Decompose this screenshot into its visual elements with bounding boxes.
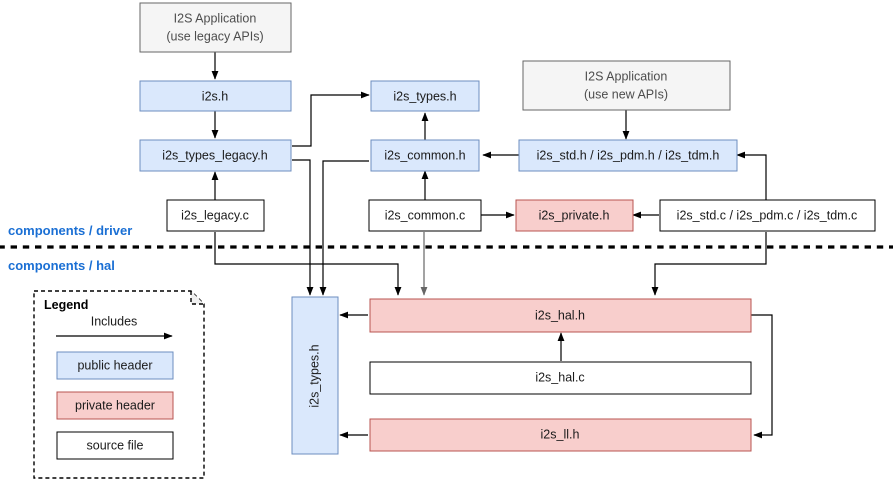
node-i2s-common-h-box — [370, 139, 480, 172]
node-i2s-hal-c-box — [369, 361, 752, 395]
legend-border — [33, 290, 205, 479]
edge-types-legacy-to-types-hal — [292, 159, 314, 296]
legend-includes-label: Includes — [91, 314, 138, 328]
legend-title: Legend — [44, 298, 88, 312]
node-i2s-hal-h-label: i2s_hal.h — [535, 308, 585, 322]
node-i2s-ll-h[interactable]: i2s_ll.h — [369, 418, 752, 452]
node-app-new-line2: (use new APIs) — [584, 87, 668, 101]
edge-types-legacy-to-types-h — [292, 91, 370, 147]
node-app-new-box — [522, 60, 731, 111]
node-i2s-hal-c[interactable]: i2s_hal.c — [369, 361, 752, 395]
node-i2s-std-c-label: i2s_std.c / i2s_pdm.c / i2s_tdm.c — [677, 208, 858, 222]
node-i2s-ll-h-label: i2s_ll.h — [541, 427, 580, 441]
node-i2s-common-c-box — [368, 199, 482, 232]
node-i2s-std-h-label: i2s_std.h / i2s_pdm.h / i2s_tdm.h — [537, 148, 720, 162]
legend-label-private-header: private header — [75, 398, 155, 412]
legend-swatch-public-header — [56, 351, 174, 380]
node-i2s-h-box — [139, 80, 292, 112]
node-i2s-hal-h[interactable]: i2s_hal.h — [369, 298, 752, 333]
node-i2s-std-h[interactable]: i2s_std.h / i2s_pdm.h / i2s_tdm.h — [518, 139, 738, 172]
edge-hal-h-to-ll-h — [751, 314, 773, 439]
edge-layer — [211, 52, 773, 439]
legend-swatch-source-file — [56, 431, 174, 460]
node-i2s-h[interactable]: i2s.h — [139, 80, 292, 112]
node-app-legacy-line1: I2S Application — [174, 11, 257, 25]
node-i2s-private-h-label: i2s_private.h — [539, 208, 610, 222]
node-i2s-types-h-hal[interactable]: i2s_types.h — [291, 296, 339, 455]
node-i2s-types-h-hal-box — [291, 296, 339, 455]
node-i2s-h-label: i2s.h — [202, 89, 228, 103]
legend: Legend Includes public header private he… — [33, 290, 205, 479]
edge-std-c-to-std-h — [736, 151, 767, 200]
node-i2s-common-h[interactable]: i2s_common.h — [370, 139, 480, 172]
node-i2s-types-legacy-h-label: i2s_types_legacy.h — [162, 148, 267, 162]
node-i2s-ll-h-box — [369, 418, 752, 452]
node-i2s-legacy-c-box — [166, 199, 265, 232]
node-app-new-line1: I2S Application — [585, 69, 668, 83]
legend-label-public-header: public header — [77, 358, 152, 372]
node-i2s-common-c[interactable]: i2s_common.c — [368, 199, 482, 232]
legend-fold-corner — [190, 291, 204, 305]
node-i2s-std-h-box — [518, 139, 738, 172]
legend-label-source-file: source file — [87, 438, 144, 452]
node-i2s-common-h-label: i2s_common.h — [384, 148, 465, 162]
node-i2s-types-legacy-h-box — [139, 139, 292, 172]
node-i2s-private-h-box — [515, 199, 634, 232]
node-app-new[interactable]: I2S Application (use new APIs) — [522, 60, 731, 111]
node-i2s-types-h-top[interactable]: i2s_types.h — [370, 80, 480, 112]
edge-legacy-c-to-hal-h — [214, 232, 402, 296]
legend-swatch-private-header — [56, 391, 174, 420]
node-i2s-types-h-top-label: i2s_types.h — [393, 89, 456, 103]
node-app-legacy[interactable]: I2S Application (use legacy APIs) — [139, 2, 292, 53]
node-app-legacy-box — [139, 2, 292, 53]
node-i2s-hal-c-label: i2s_hal.c — [535, 370, 584, 384]
node-i2s-common-c-label: i2s_common.c — [385, 208, 466, 222]
node-i2s-std-c[interactable]: i2s_std.c / i2s_pdm.c / i2s_tdm.c — [659, 199, 876, 232]
edge-common-h-to-types-hal — [319, 160, 369, 296]
zone-label-hal: components / hal — [8, 258, 115, 273]
node-i2s-legacy-c[interactable]: i2s_legacy.c — [166, 199, 265, 232]
node-i2s-types-h-top-box — [370, 80, 480, 112]
node-i2s-std-c-box — [659, 199, 876, 232]
edge-std-c-to-hal-h — [651, 232, 767, 296]
node-app-legacy-line2: (use legacy APIs) — [166, 29, 263, 43]
node-i2s-hal-h-box — [369, 298, 752, 333]
node-i2s-types-legacy-h[interactable]: i2s_types_legacy.h — [139, 139, 292, 172]
node-i2s-private-h[interactable]: i2s_private.h — [515, 199, 634, 232]
node-i2s-legacy-c-label: i2s_legacy.c — [181, 208, 249, 222]
node-i2s-types-h-hal-label: i2s_types.h — [307, 344, 321, 407]
zone-label-driver: components / driver — [8, 223, 132, 238]
